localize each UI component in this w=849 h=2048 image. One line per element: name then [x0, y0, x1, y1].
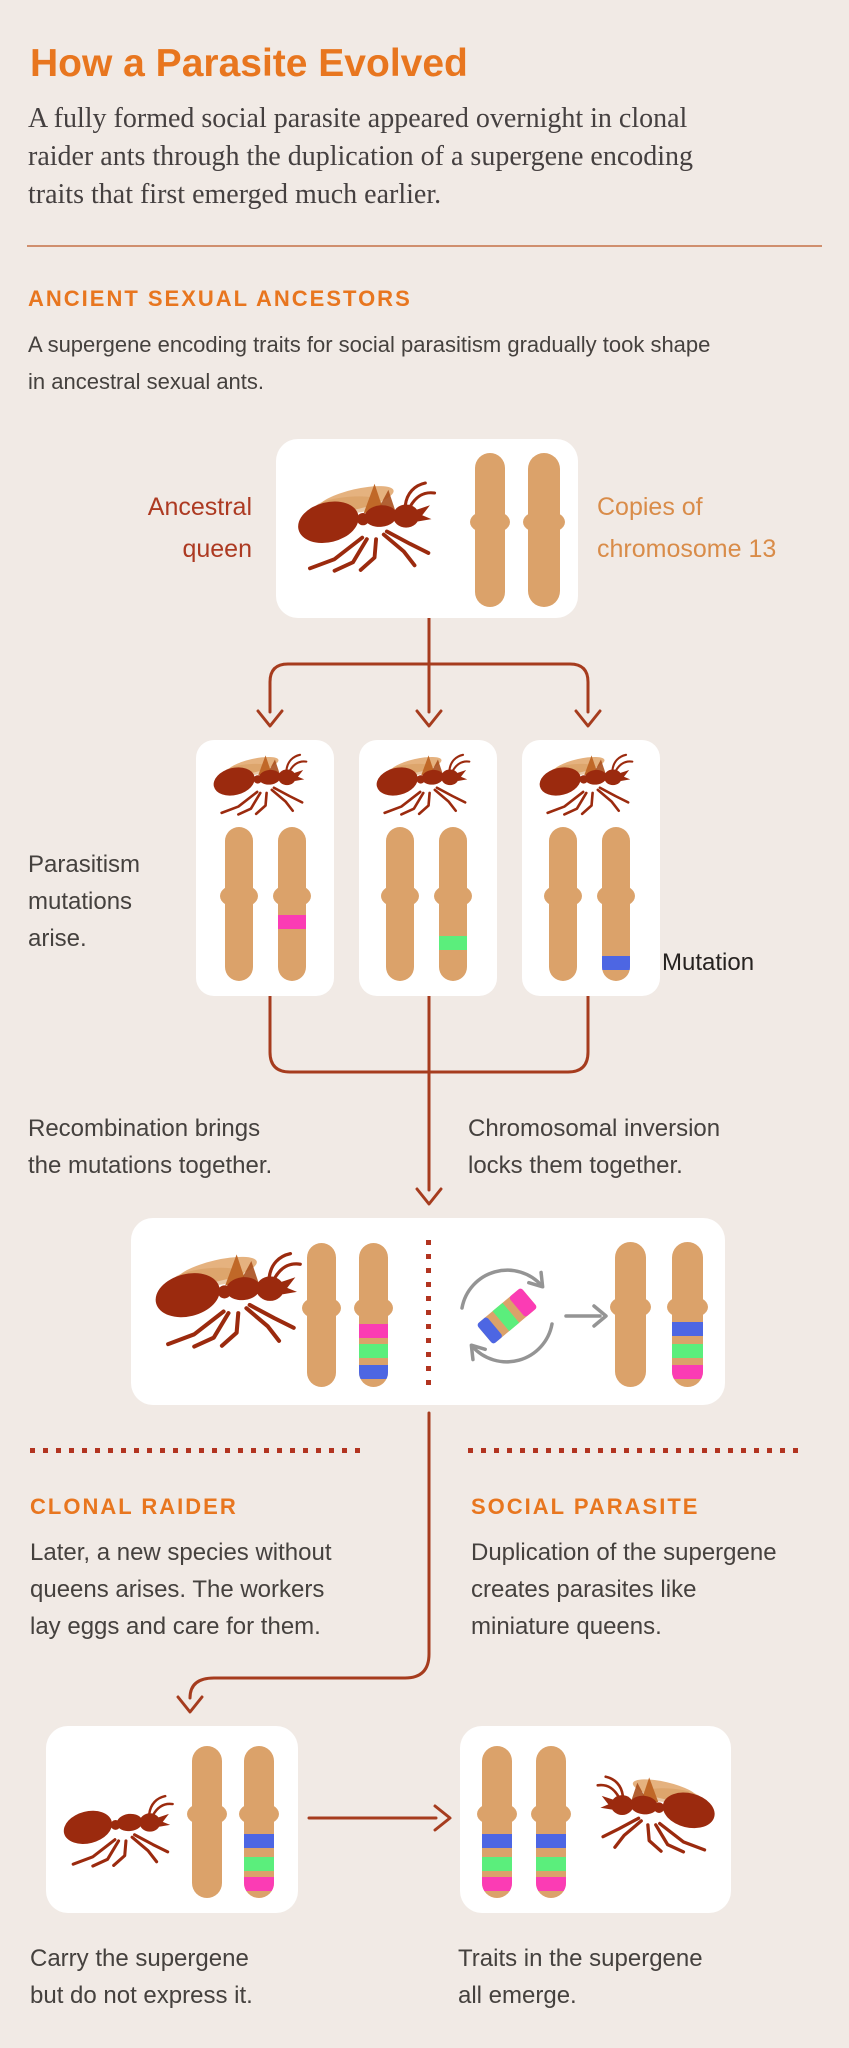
section-body-line: in ancestral sexual ants.	[28, 369, 265, 394]
chromosome-supergene	[354, 1243, 393, 1387]
chromosome	[523, 453, 565, 607]
body-line: Later, a new species without	[30, 1539, 332, 1566]
body-line: miniature queens.	[471, 1613, 662, 1640]
note-line: Chromosomal inversion	[468, 1115, 721, 1142]
arrowhead-duplication	[433, 1804, 452, 1832]
merge-bracket	[268, 994, 590, 1074]
clonal-caption: Carry the supergene but do not express i…	[30, 1940, 253, 2014]
ancestral-queen-label: Ancestral queen	[100, 486, 252, 570]
note-line: Parasitism	[28, 851, 141, 878]
arrowhead-center	[415, 709, 443, 728]
note-line: arise.	[28, 925, 87, 952]
note-line: the mutations together.	[28, 1152, 273, 1179]
body-line: queens arises. The workers	[30, 1576, 325, 1603]
chromosome-supergene-inverted	[667, 1242, 708, 1387]
intro-line: A fully formed social parasite appeared …	[28, 103, 688, 134]
queen-ant-icon	[291, 478, 437, 573]
chromosome-pink-mutation	[273, 827, 311, 981]
chromosome	[381, 827, 419, 981]
caption-line: all emerge.	[458, 1982, 577, 2009]
parasite-caption: Traits in the supergene all emerge.	[458, 1940, 703, 2014]
queen-ant-icon	[372, 751, 471, 816]
chromosome13-label: Copies of chromosome 13	[597, 486, 776, 570]
chromosome	[220, 827, 258, 981]
arrowhead-merge	[415, 1187, 443, 1206]
chromosome	[470, 453, 510, 607]
caption-line: Traits in the supergene	[458, 1945, 703, 1972]
intro-paragraph: A fully formed social parasite appeared …	[28, 100, 828, 214]
page-title: How a Parasite Evolved	[30, 42, 468, 85]
body-line: Duplication of the supergene	[471, 1539, 777, 1566]
chromosome	[610, 1242, 651, 1387]
intro-line: raider ants through the duplication of a…	[28, 141, 694, 172]
mutation-label: Mutation	[662, 949, 755, 976]
chromosome-supergene	[531, 1746, 571, 1898]
dotted-rule-left	[30, 1448, 366, 1453]
chromosome-supergene	[239, 1746, 279, 1898]
section-body-ancestors: A supergene encoding traits for social p…	[28, 326, 710, 400]
label-line: Ancestral	[147, 493, 252, 521]
caption-line: Carry the supergene	[30, 1945, 249, 1972]
split-bracket	[268, 662, 590, 714]
recombination-note: Recombination brings the mutations toget…	[28, 1110, 272, 1184]
queen-ant-icon	[535, 751, 634, 816]
label-line: queen	[182, 535, 252, 563]
note-line: locks them together.	[468, 1152, 683, 1179]
arrowhead-left	[256, 709, 284, 728]
chromosome-green-mutation	[434, 827, 472, 981]
chromosome-supergene	[477, 1746, 517, 1898]
note-line: Recombination brings	[28, 1115, 261, 1142]
section-label-clonal: CLONAL RAIDER	[30, 1494, 238, 1519]
parasitism-note: Parasitism mutations arise.	[28, 846, 140, 957]
note-line: mutations	[28, 888, 133, 915]
dotted-rule-right	[468, 1448, 800, 1453]
chromosome	[544, 827, 582, 981]
label-line: chromosome 13	[597, 535, 777, 563]
chromosome	[302, 1243, 341, 1387]
section-label-ancestors: ANCIENT SEXUAL ANCESTORS	[28, 286, 412, 311]
section-body-line: A supergene encoding traits for social p…	[28, 332, 711, 357]
dotted-divider	[426, 1240, 431, 1385]
body-line: lay eggs and care for them.	[30, 1613, 321, 1640]
inversion-note: Chromosomal inversion locks them togethe…	[468, 1110, 720, 1184]
arrowhead-clonal	[176, 1695, 204, 1714]
parasite-body: Duplication of the supergene creates par…	[471, 1534, 777, 1645]
caption-line: but do not express it.	[30, 1982, 253, 2009]
divider-rule	[27, 245, 822, 247]
intro-line: traits that first emerged much earlier.	[28, 179, 442, 210]
body-line: creates parasites like	[471, 1576, 697, 1603]
section-label-parasite: SOCIAL PARASITE	[471, 1494, 700, 1519]
label-line: Copies of	[597, 493, 703, 521]
chromosome-blue-mutation	[597, 827, 635, 981]
clonal-body: Later, a new species without queens aris…	[30, 1534, 332, 1645]
queen-ant-icon	[145, 1243, 325, 1349]
arrowhead-right	[574, 709, 602, 728]
worker-ant-icon	[58, 1794, 175, 1868]
chromosome	[187, 1746, 227, 1898]
parasite-queen-ant-icon	[596, 1773, 721, 1854]
queen-ant-icon	[209, 751, 308, 816]
